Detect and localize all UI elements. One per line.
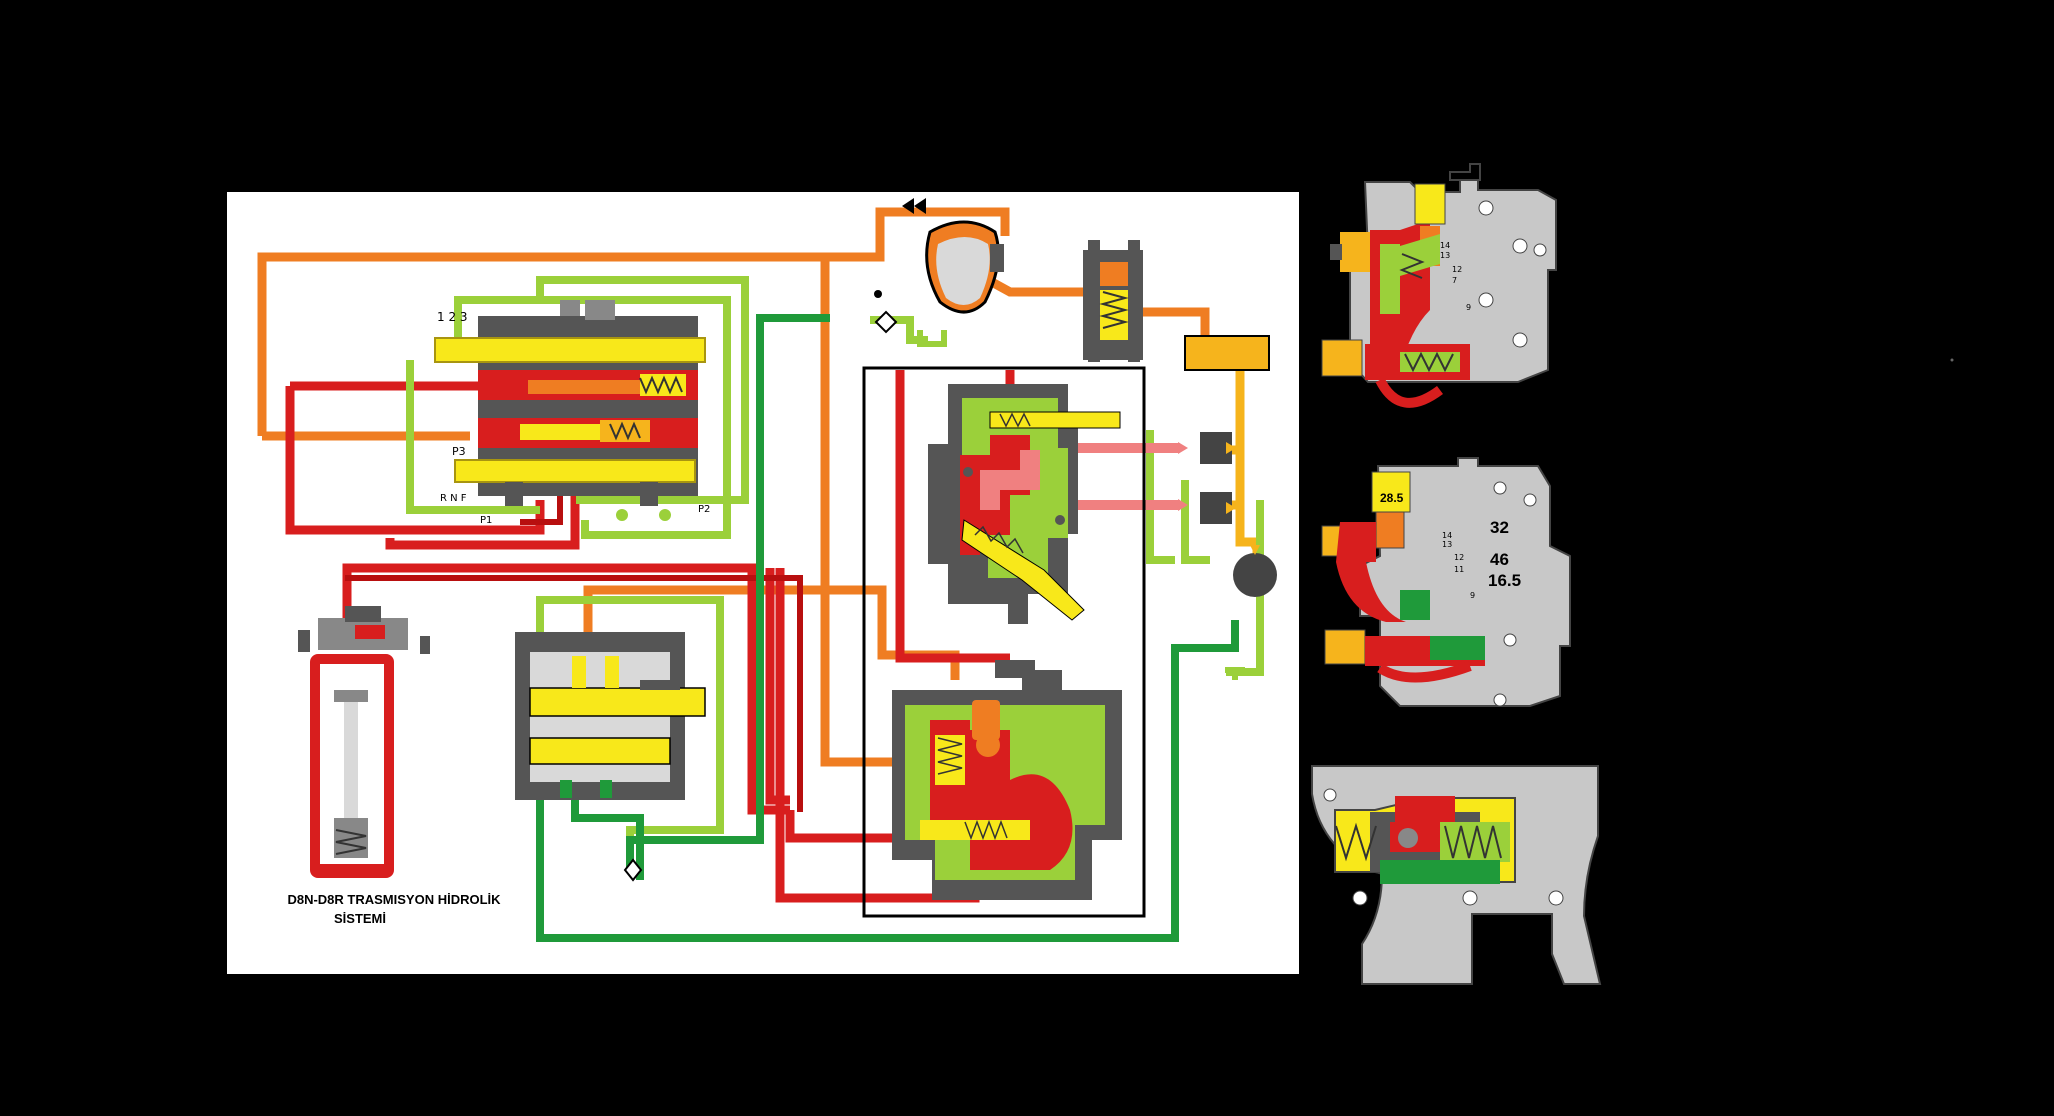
selector-numbers-label: 1 2 3 [437,310,468,324]
detail-middle-value-16-5: 16.5 [1488,571,1521,590]
valve-group-frame [862,366,1146,918]
reservoir-tank [1184,335,1270,371]
detail-middle-callout-13: 13 [1442,540,1452,549]
detail-top-callout-7: 7 [1452,276,1457,285]
detail-middle-value-28-5: 28.5 [1380,491,1404,505]
detail-view-middle: 28.5 32 46 16.5 14 13 12 11 9 [1321,457,1571,707]
reservoir-group [1178,335,1277,680]
p2-label: P2 [698,504,710,515]
rnf-label: R N F [440,493,467,504]
detail-middle-callout-12: 12 [1454,553,1464,562]
detail-top-callout-9: 9 [1466,303,1471,312]
detail-top-callout-14: 14 [1440,241,1450,250]
detail-top-callout-12: 12 [1452,265,1462,274]
diagram-title-line1: D8N-D8R TRASMISYON HİDROLİK [287,892,501,907]
detail-middle-value-46: 46 [1490,550,1509,569]
main-schematic: 1 2 3 P3 R N F P1 P2 [227,192,1299,974]
detail-view-top: 14 13 12 7 9 [1321,163,1557,408]
diagram-title-line2: SİSTEMİ [334,911,386,926]
detail-middle-callout-9: 9 [1470,591,1475,600]
detail-middle-callout-11: 11 [1454,565,1464,574]
relief-valve-icon [902,198,926,214]
p3-label: P3 [452,445,466,458]
cooler-group [874,198,1004,347]
detail-middle-callout-14: 14 [1442,531,1452,540]
stray-dot [1950,358,1954,362]
modulating-valve-upper [928,384,1121,624]
selector-valve: 1 2 3 P3 R N F P1 P2 [434,300,710,526]
detail-middle-value-32: 32 [1490,518,1509,537]
filter-assembly [298,606,430,878]
directional-valve [515,632,706,882]
detail-view-bottom [1311,765,1602,985]
modulating-valve-lower [892,660,1122,900]
green-lines [536,314,1239,942]
p1-label: P1 [480,515,492,526]
detail-top-callout-13: 13 [1440,251,1450,260]
pump-icon [1233,553,1277,597]
priority-valve [1083,240,1143,362]
